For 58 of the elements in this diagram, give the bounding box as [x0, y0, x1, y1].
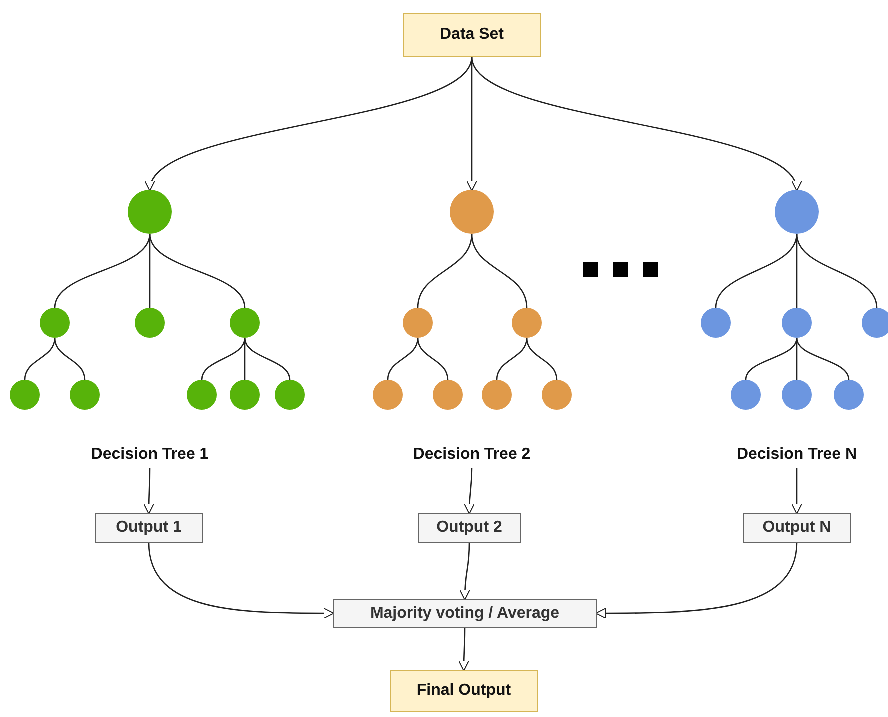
- arrow: [464, 468, 476, 514]
- tree-node-circle: [433, 380, 463, 410]
- connector-line: [471, 234, 528, 308]
- tree-node-circle: [731, 380, 761, 410]
- connector-line: [417, 234, 473, 308]
- arrow: [148, 542, 334, 619]
- connector-line: [24, 338, 56, 380]
- tree-label: Decision Tree N: [717, 442, 877, 468]
- tree-node-circle: [128, 190, 172, 234]
- tree-node-circle: [373, 380, 403, 410]
- process-box: Data Set: [403, 13, 541, 57]
- connector-line: [526, 338, 558, 380]
- arrow: [458, 628, 470, 672]
- connector-line: [796, 338, 798, 380]
- connector-line: [149, 234, 246, 308]
- tree-node-circle: [403, 308, 433, 338]
- connector-line: [796, 234, 878, 308]
- arrow: [148, 56, 473, 192]
- process-box: Final Output: [390, 670, 538, 712]
- connector-line: [715, 234, 798, 308]
- process-box: Output 1: [95, 513, 203, 543]
- connector-line: [54, 234, 151, 308]
- tree-node-circle: [40, 308, 70, 338]
- connector-line: [387, 338, 419, 380]
- process-box: Output N: [743, 513, 851, 543]
- tree-label: Decision Tree 2: [392, 442, 552, 468]
- connector-line: [796, 338, 850, 380]
- arrow: [596, 542, 798, 619]
- tree-node-circle: [775, 190, 819, 234]
- connector-line: [496, 338, 528, 380]
- tree-node-circle: [450, 190, 494, 234]
- process-box: Output 2: [418, 513, 521, 543]
- connector-line: [54, 338, 86, 380]
- tree-node-circle: [482, 380, 512, 410]
- tree-node-circle: [782, 308, 812, 338]
- arrow: [471, 56, 799, 192]
- tree-node-circle: [187, 380, 217, 410]
- tree-node-circle: [230, 308, 260, 338]
- tree-node-circle: [782, 380, 812, 410]
- tree-node-circle: [70, 380, 100, 410]
- tree-node-circle: [512, 308, 542, 338]
- tree-node-circle: [542, 380, 572, 410]
- arrow: [792, 468, 802, 514]
- connector-line: [417, 338, 449, 380]
- tree-node-circle: [834, 380, 864, 410]
- process-box: Majority voting / Average: [333, 599, 597, 628]
- tree-node-circle: [701, 308, 731, 338]
- connector-line: [745, 338, 798, 380]
- tree-node-circle: [275, 380, 305, 410]
- connector-line: [244, 338, 291, 380]
- tree-label: Decision Tree 1: [70, 442, 230, 468]
- tree-node-circle: [10, 380, 40, 410]
- tree-node-circle: [230, 380, 260, 410]
- tree-node-circle: [135, 308, 165, 338]
- tree-node-circle: [862, 308, 888, 338]
- connector-line: [201, 338, 246, 380]
- arrow: [144, 468, 155, 514]
- arrow: [460, 543, 471, 600]
